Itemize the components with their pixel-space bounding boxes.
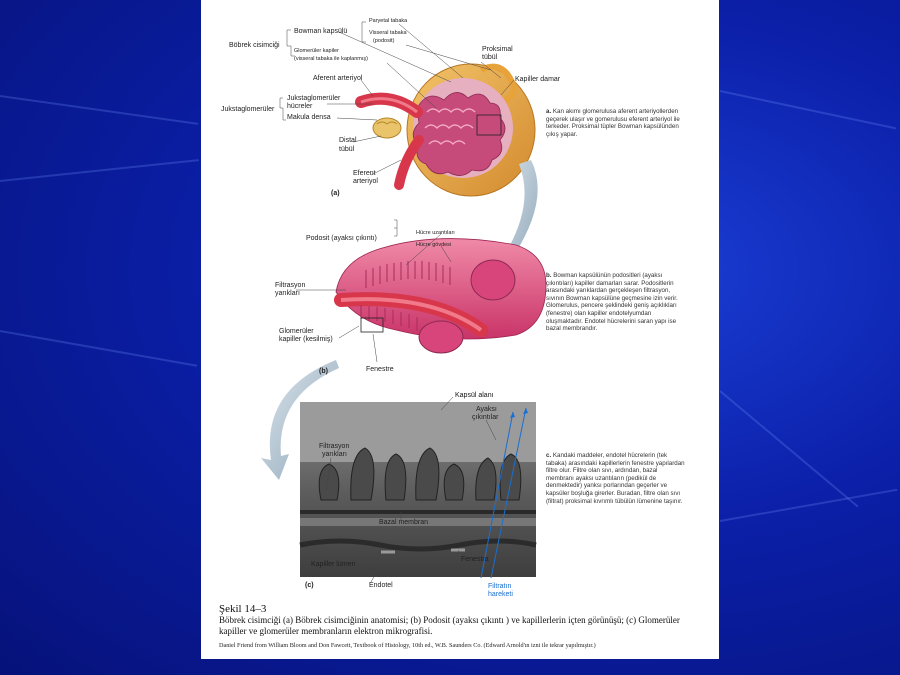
label-jg-cells-2: hücreler [287, 103, 313, 110]
bg-streak [719, 390, 859, 508]
panel-letter-a: (a) [331, 190, 340, 197]
label-distal: Distal [339, 137, 357, 144]
label-fenestra-b: Fenestre [366, 366, 394, 373]
label-distal-tubule: tübül [339, 146, 355, 153]
label-podocyte-paren: (podosit) [373, 38, 395, 44]
podocyte-illustration [334, 238, 547, 354]
bg-streak [719, 488, 898, 522]
desc-text-b: Bowman kapsülünün podositleri (ayaksı çı… [546, 272, 678, 333]
panel-a-leader-lines [279, 21, 515, 176]
label-juxtaglomerular: Jukstaglomerüler [221, 106, 275, 113]
label-filtrate-flow-2: hareketi [488, 591, 513, 598]
label-foot-processes: Ayaksı [476, 406, 497, 413]
panel-b-leader-lines [296, 219, 452, 363]
panel-letter-c: (c) [305, 582, 314, 589]
label-cell-body: Hücre gövdesi [416, 242, 452, 248]
desc-text-c: Kandaki maddeler, endotel hücrelerin (te… [546, 452, 685, 505]
description-a: a. Kan akımı glomerulusa aferent arteriy… [546, 108, 684, 138]
desc-key-a: a. [546, 108, 552, 115]
label-jg-cells: Jukstaglomerüler [287, 95, 341, 102]
label-renal-corpuscle: Böbrek cisimciği [229, 42, 280, 49]
description-b: b. Bowman kapsülünün podositleri (ayaksı… [546, 272, 684, 333]
bg-streak [0, 330, 198, 367]
description-c: c. Kandaki maddeler, endotel hücrelerin … [546, 452, 686, 505]
label-filtration-slits: Filtrasyon [275, 282, 306, 289]
figure-credit: Daniel Friend from William Bloom and Don… [219, 642, 596, 649]
label-proximal-tubule: tübül [482, 54, 498, 61]
corpuscle-illustration [355, 63, 536, 197]
figure-illustrations [261, 21, 547, 583]
label-filtrate-flow: Filtratın [488, 583, 512, 590]
label-glomerular-cap-b: Glomerüler [279, 328, 314, 335]
desc-key-b: b. [546, 272, 552, 279]
label-visceral: Visseral tabaka [369, 30, 407, 36]
label-capillary: Kapiller damar [515, 76, 561, 83]
label-glomerular-capillary-note: (visseral tabaka ile kaplanmış) [294, 56, 368, 62]
label-glomerular-capillary: Glomerüler kapiler [294, 48, 339, 54]
label-capsule-space: Kapsül alanı [455, 392, 494, 399]
desc-key-c: c. [546, 452, 552, 459]
flow-arrow-b-to-c [261, 360, 339, 480]
label-efferent-arteriole: arteriyol [353, 178, 378, 185]
label-filtration-slits-c-2: yarıkları [322, 451, 347, 458]
label-podocyte: Podosit (ayaksı çıkıntı) [306, 235, 377, 242]
label-filtration-slits-2: yarıkları [275, 290, 300, 297]
label-capillary-lumen: Kapiller lümen [311, 561, 356, 568]
label-foot-processes-2: çıkıntılar [472, 414, 499, 421]
figure-caption-title: Şekil 14–3 [219, 603, 267, 615]
bg-streak [0, 159, 200, 182]
label-afferent: Aferent arteriyol [313, 75, 363, 82]
label-cell-process: Hücre uzantıları [416, 230, 455, 236]
label-bowman-capsule: Bowman kapsülü [294, 28, 348, 35]
flow-arrow-a-to-b [495, 160, 538, 276]
figure-caption-body: Böbrek cisimciği (a) Böbrek cisimciğinin… [219, 615, 680, 636]
desc-text-a: Kan akımı glomerulusa aferent arteriyoll… [546, 108, 680, 138]
label-basal-membrane: Bazal membran [379, 519, 429, 526]
label-macula-densa: Makula densa [287, 114, 331, 121]
panel-letter-b: (b) [319, 368, 328, 375]
label-efferent: Eferent [353, 170, 376, 177]
label-endothel: Endotel [369, 582, 393, 589]
bg-streak [719, 90, 897, 130]
label-filtration-slits-c: Filtrasyon [319, 443, 350, 450]
label-fenestra-c: Fenestra [461, 556, 489, 563]
electron-micrograph [299, 402, 537, 579]
label-parietal: Paryetal tabaka [369, 18, 408, 24]
textbook-page: Bowman kapsülü Paryetal tabaka Visseral … [201, 0, 719, 659]
panel-c-leader-lines [325, 396, 497, 583]
label-proximal: Proksimal [482, 46, 513, 53]
label-glomerular-cap-b-2: kapiller (kesilmiş) [279, 336, 333, 343]
bg-streak [0, 95, 199, 125]
